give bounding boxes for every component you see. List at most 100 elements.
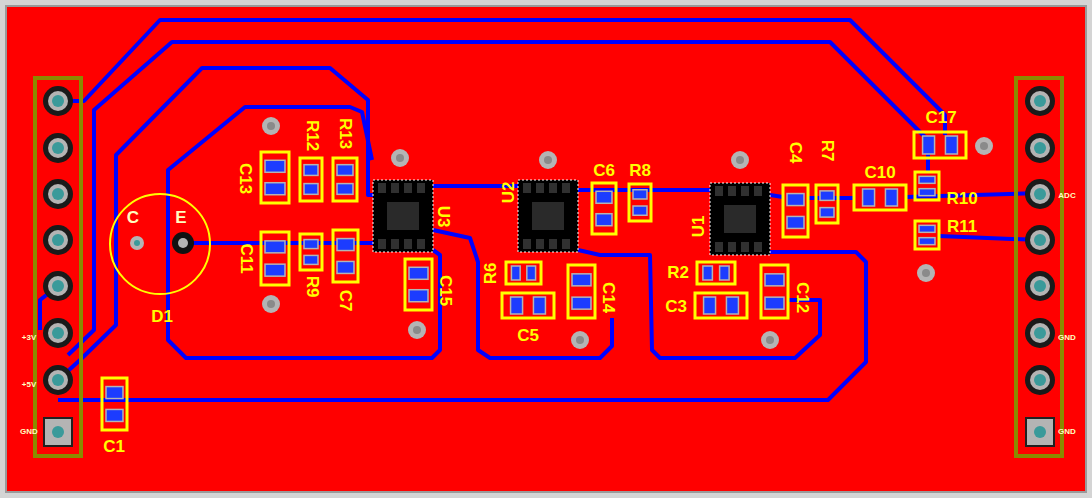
ic-pad (391, 183, 399, 193)
smd-footprint (568, 265, 595, 318)
smd-pad (572, 297, 591, 309)
silk-outline (783, 185, 808, 237)
smd-pad (703, 266, 713, 280)
ic-body (518, 180, 578, 252)
smd-pad (596, 214, 612, 226)
ic-pad (404, 239, 412, 249)
smd-footprint (592, 183, 616, 234)
via-pad (975, 137, 993, 155)
via-pad (571, 331, 589, 349)
part-designator: U2 (500, 181, 517, 203)
round-pad (1025, 133, 1055, 163)
round-pad (1025, 179, 1055, 209)
led-outline (110, 194, 210, 294)
part-designator: C3 (665, 298, 687, 315)
copper-traces (40, 20, 1040, 400)
smd-pad (265, 241, 285, 253)
round-pad (43, 271, 73, 301)
pad-ring (48, 276, 68, 296)
part-designator: E (175, 209, 186, 226)
part-designator: C15 (438, 274, 455, 305)
smd-pad (533, 297, 545, 314)
smd-pad (337, 239, 354, 251)
copper-trace (58, 252, 866, 400)
ic-pad (523, 239, 531, 249)
silk-outline (761, 265, 788, 318)
smd-pad (726, 297, 738, 314)
smd-pad (765, 297, 784, 309)
led-pad (130, 236, 144, 250)
drill-hole (1034, 426, 1046, 438)
ic-pad (417, 183, 425, 193)
via-hole (980, 142, 988, 150)
round-pad (43, 179, 73, 209)
via-pad (408, 321, 426, 339)
smd-pad (919, 176, 935, 183)
smd-pad (919, 238, 935, 245)
smd-pad (765, 274, 784, 286)
copper-trace (578, 250, 820, 358)
ic-footprint (518, 180, 578, 252)
via-hole (922, 269, 930, 277)
smd-footprints (102, 132, 966, 430)
pin-name: +3V (22, 334, 36, 342)
smd-footprint (506, 262, 541, 284)
silk-outline (261, 152, 289, 203)
silk-outline (405, 259, 432, 310)
pad-ring (48, 230, 68, 250)
ic-pad (536, 183, 544, 193)
smd-footprint (697, 262, 735, 284)
drill-hole (1034, 188, 1046, 200)
part-designator: C14 (601, 281, 618, 312)
part-designator: C12 (795, 281, 812, 312)
smd-pad (304, 255, 318, 264)
smd-footprint (333, 230, 358, 282)
via-pad (262, 117, 280, 135)
board-outline (6, 6, 1086, 492)
part-designator: D1 (151, 308, 173, 325)
pin-header (1016, 78, 1062, 456)
header-outline (35, 78, 81, 456)
silk-outline (697, 262, 735, 284)
smd-pad (304, 184, 318, 195)
silk-outline (333, 230, 358, 282)
pad-ring (1030, 184, 1050, 204)
thermal-pad (532, 202, 564, 230)
drill-hole (1034, 280, 1046, 292)
ic-pad (404, 183, 412, 193)
smd-pad (820, 208, 834, 218)
pad-ring (1030, 138, 1050, 158)
via-hole (576, 336, 584, 344)
part-designator: R11 (947, 218, 977, 235)
smd-pad (787, 194, 804, 206)
pad-ring (1030, 91, 1050, 111)
smd-pad (596, 191, 612, 203)
part-designator: R2 (667, 264, 689, 281)
smd-footprint (102, 378, 127, 430)
silk-outline (502, 293, 554, 318)
silk-outline (568, 265, 595, 318)
ic-pad (549, 183, 557, 193)
silk-outline (695, 293, 747, 318)
ic-pad (523, 183, 531, 193)
via-hole (267, 300, 275, 308)
ic-pad (391, 239, 399, 249)
drill-hole (1034, 142, 1046, 154)
round-pad (1025, 365, 1055, 395)
smd-footprint (695, 293, 747, 318)
copper-trace (68, 42, 928, 355)
smd-pad (820, 191, 834, 201)
part-designator: R7 (819, 139, 836, 161)
ic-pad (754, 186, 762, 196)
ic-pad (417, 239, 425, 249)
smd-pad (337, 261, 354, 273)
ic-pad (715, 186, 723, 196)
part-designator: C7 (337, 289, 354, 311)
part-designator: R6 (482, 262, 499, 284)
led-hole (134, 240, 140, 246)
smd-footprint (915, 221, 939, 249)
drill-hole (52, 280, 64, 292)
part-designator: C (127, 209, 139, 226)
round-pad (43, 133, 73, 163)
